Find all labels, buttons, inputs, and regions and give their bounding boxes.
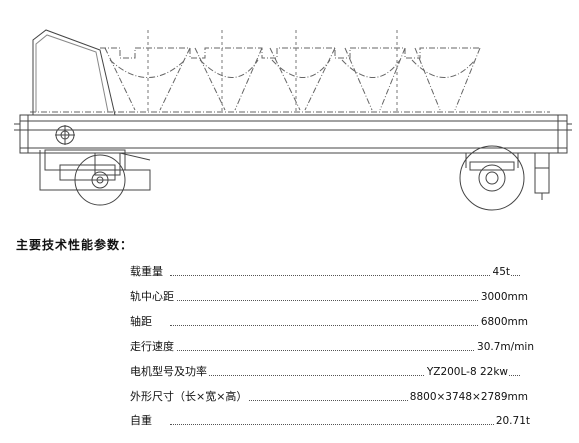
spec-label: 轴距 [130, 314, 154, 330]
end-cab [32, 29, 116, 116]
spec-value: 8800×3748×2789mm [407, 389, 528, 405]
spec-value: 30.7m/min [475, 339, 534, 355]
spec-row-wheelbase: 轴距 6800mm [130, 314, 530, 330]
left-wheel [74, 154, 126, 206]
spec-label: 轨中心距 [130, 289, 176, 305]
spec-label: 走行速度 [130, 339, 176, 355]
spec-value: 45t [490, 264, 510, 280]
buffer-post [534, 152, 550, 200]
spec-value: YZ200L-8 22kw [424, 364, 508, 380]
spec-value: 3000mm [478, 289, 528, 305]
drive-assembly [39, 125, 151, 191]
spec-row-gauge: 轨中心距 3000mm [130, 289, 530, 305]
spec-label: 自重 [130, 413, 154, 429]
spec-label: 电机型号及功率 [130, 364, 209, 380]
spec-row-dimensions: 外形尺寸（长×宽×高） 8800×3748×2789mm [130, 389, 530, 405]
center-lines [147, 30, 398, 112]
spec-row-motor: 电机型号及功率 YZ200L-8 22kw [130, 364, 530, 380]
spec-row-speed: 走行速度 30.7m/min [130, 339, 534, 355]
spec-row-load: 载重量 45t [130, 264, 530, 280]
spec-label: 载重量 [130, 264, 165, 280]
specs-heading: 主要技术性能参数： [16, 238, 134, 252]
spec-label: 外形尺寸（长×宽×高） [130, 389, 250, 405]
cargo-outline [30, 47, 550, 113]
main-frame [14, 114, 572, 154]
right-wheel [459, 145, 525, 211]
spec-row-weight: 自重 20.71t [130, 413, 530, 429]
spec-value: 6800mm [478, 314, 528, 330]
transfer-cart-drawing [14, 29, 572, 211]
spec-value: 20.71t [493, 413, 530, 429]
